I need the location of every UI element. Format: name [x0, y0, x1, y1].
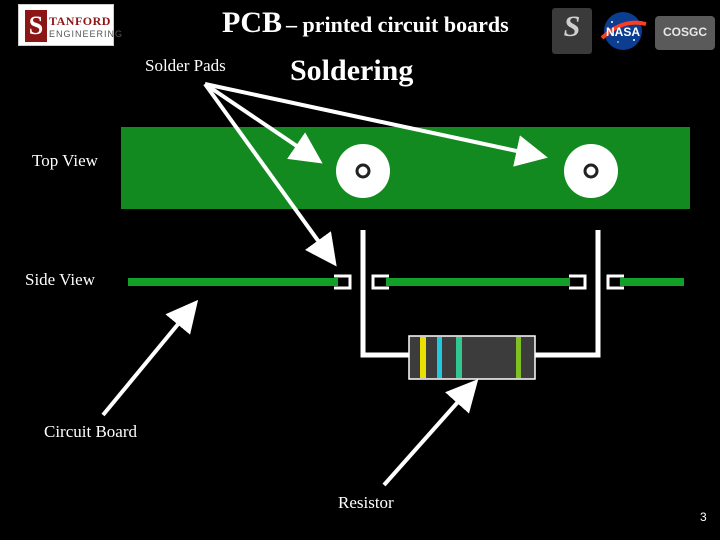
nasa-logo: NASA — [598, 10, 648, 52]
arrow-resistor — [382, 379, 479, 487]
nasa-logo-graphic: NASA — [600, 12, 647, 50]
resistor-band-3 — [456, 337, 462, 378]
pad-left-a — [334, 274, 352, 290]
arrow-pads-to-left-pad — [203, 82, 323, 164]
resistor-lead-left — [360, 230, 410, 358]
cosgc-logo: COSGC — [655, 16, 715, 50]
program-logo: S — [552, 8, 592, 54]
arrow-circuit-board — [101, 299, 199, 417]
section-heading: Soldering — [290, 54, 414, 87]
nasa-logo-text: NASA — [606, 25, 640, 39]
side-view-label: Side View — [25, 270, 95, 289]
pad-left-b — [371, 274, 389, 290]
resistor-body — [408, 335, 536, 380]
pad-right-a — [569, 274, 587, 290]
side-view-board-middle — [386, 278, 570, 286]
top-view-pad-right — [564, 144, 618, 198]
solder-pads-label: Solder Pads — [145, 56, 226, 75]
resistor-label: Resistor — [338, 493, 394, 512]
resistor-band-2 — [437, 337, 442, 378]
side-view-pads — [334, 274, 624, 290]
title-main: PCB — [222, 6, 282, 39]
resistor-lead-right — [534, 230, 601, 358]
program-logo-mark: S — [563, 10, 581, 43]
resistor-band-1 — [420, 337, 426, 378]
resistor-band-4 — [516, 337, 521, 378]
cosgc-logo-text: COSGC — [662, 25, 707, 39]
stanford-logo-line2: ENGINEERING — [49, 29, 124, 39]
top-view-label: Top View — [32, 151, 98, 170]
title-subtitle: – printed circuit boards — [286, 12, 509, 37]
slide-title: PCB – printed circuit boards — [222, 6, 509, 40]
page-number: 3 — [700, 510, 707, 524]
stanford-logo-line1: TANFORD — [49, 14, 111, 28]
side-view-board-right — [620, 278, 684, 286]
stanford-engineering-logo: S TANFORD ENGINEERING — [18, 4, 122, 46]
arrow-pads-to-right-pad — [204, 82, 548, 167]
side-view-board-left — [128, 278, 338, 286]
circuit-board-label: Circuit Board — [44, 422, 138, 441]
pad-right-b — [606, 274, 624, 290]
arrow-pads-to-side-pad — [203, 82, 337, 267]
stanford-initial: S — [25, 10, 47, 42]
top-view-pad-left — [336, 144, 390, 198]
